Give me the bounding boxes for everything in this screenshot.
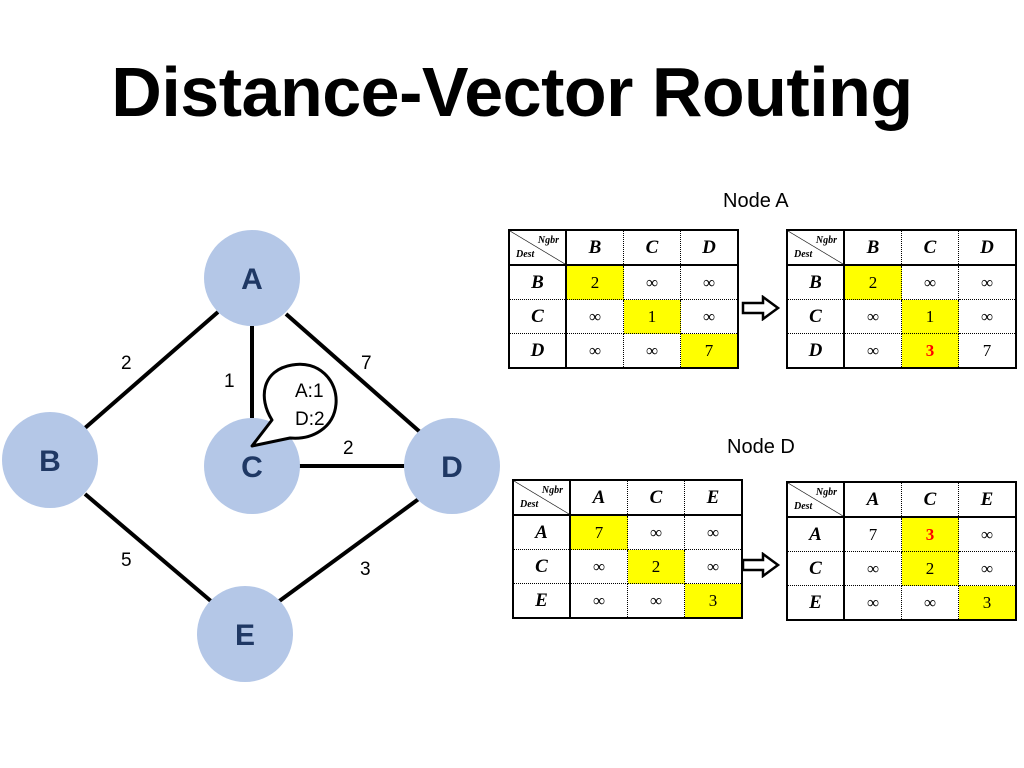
edge-a-d (284, 312, 422, 434)
table-cell: ∞ (958, 264, 1017, 300)
table-cell: 7 (843, 516, 902, 552)
table-cell-updated: 3 (901, 333, 959, 369)
row-header: A (512, 514, 571, 550)
table-corner: Ngbr Dest (508, 229, 567, 266)
node-b: B (2, 412, 98, 508)
column-header: C (623, 229, 681, 266)
table-corner: Ngbr Dest (786, 481, 845, 518)
table-cell: ∞ (627, 514, 685, 550)
row-header: C (512, 549, 571, 584)
table-cell: 7 (569, 514, 628, 550)
table-cell: ∞ (680, 264, 739, 300)
right-arrow-icon (741, 295, 781, 321)
node-d-table-after: Ngbr Dest A C E A 7 3 ∞ C ∞ 2 ∞ E ∞ ∞ 3 (786, 481, 1017, 621)
edge-b-e (83, 492, 214, 604)
weight-c-d: 2 (343, 438, 354, 459)
table-cell: 2 (843, 264, 902, 300)
table-cell: ∞ (623, 333, 681, 369)
slide-title: Distance-Vector Routing (111, 53, 913, 131)
column-header: A (843, 481, 902, 518)
table-cell: ∞ (901, 585, 959, 621)
column-header: C (901, 229, 959, 266)
edge-d-e (276, 496, 422, 604)
table-cell: 1 (901, 299, 959, 334)
column-header: B (843, 229, 902, 266)
column-header: A (569, 479, 628, 516)
bubble-line1: A:1 (295, 381, 324, 402)
node-d-label: D (441, 451, 463, 484)
column-header: C (901, 481, 959, 518)
table-cell: ∞ (958, 551, 1017, 586)
row-header: D (508, 333, 567, 369)
weight-a-b: 2 (121, 353, 132, 374)
node-d: D (404, 418, 500, 514)
node-a-table-before: Ngbr Dest B C D B 2 ∞ ∞ C ∞ 1 ∞ D ∞ ∞ 7 (508, 229, 739, 369)
table-cell: 3 (684, 583, 743, 619)
table-cell: ∞ (569, 549, 628, 584)
row-header: B (786, 264, 845, 300)
row-header: A (786, 516, 845, 552)
table-cell: ∞ (565, 333, 624, 369)
node-b-label: B (39, 445, 61, 478)
node-d-caption: Node D (727, 436, 795, 458)
speech-bubble: A:1 D:2 (250, 362, 338, 448)
column-header: E (958, 481, 1017, 518)
row-header: C (508, 299, 567, 334)
node-d-table-before: Ngbr Dest A C E A 7 ∞ ∞ C ∞ 2 ∞ E ∞ ∞ 3 (512, 479, 743, 619)
table-cell: 2 (565, 264, 624, 300)
node-e-label: E (235, 619, 255, 652)
table-cell: ∞ (843, 333, 902, 369)
row-header: D (786, 333, 845, 369)
table-cell: 7 (958, 333, 1017, 369)
row-header: E (786, 585, 845, 621)
table-cell: ∞ (843, 585, 902, 621)
table-cell: ∞ (565, 299, 624, 334)
weight-d-e: 3 (360, 559, 371, 580)
table-cell: ∞ (843, 299, 902, 334)
node-e: E (197, 586, 293, 682)
right-arrow-icon (741, 552, 781, 578)
bubble-line2: D:2 (295, 409, 325, 430)
column-header: D (680, 229, 739, 266)
table-cell: ∞ (569, 583, 628, 619)
table-cell: 2 (901, 551, 959, 586)
table-corner: Ngbr Dest (786, 229, 845, 266)
table-cell-updated: 3 (901, 516, 959, 552)
table-cell: ∞ (843, 551, 902, 586)
node-a-caption: Node A (723, 190, 789, 212)
row-header: C (786, 551, 845, 586)
row-header: C (786, 299, 845, 334)
table-cell: ∞ (901, 264, 959, 300)
node-a-table-after: Ngbr Dest B C D B 2 ∞ ∞ C ∞ 1 ∞ D ∞ 3 7 (786, 229, 1017, 369)
column-header: B (565, 229, 624, 266)
node-c-label: C (241, 451, 263, 484)
table-cell: ∞ (684, 549, 743, 584)
table-cell: 2 (627, 549, 685, 584)
table-cell: 7 (680, 333, 739, 369)
weight-a-c: 1 (224, 371, 235, 392)
table-cell: ∞ (627, 583, 685, 619)
column-header: D (958, 229, 1017, 266)
weight-a-d: 7 (361, 353, 372, 374)
table-cell: ∞ (684, 514, 743, 550)
node-a-label: A (241, 263, 263, 296)
table-cell: ∞ (958, 299, 1017, 334)
table-cell: 1 (623, 299, 681, 334)
edge-a-b (83, 310, 220, 430)
row-header: B (508, 264, 567, 300)
column-header: C (627, 479, 685, 516)
table-cell: ∞ (958, 516, 1017, 552)
table-cell: 3 (958, 585, 1017, 621)
column-header: E (684, 479, 743, 516)
node-a: A (204, 230, 300, 326)
table-corner: Ngbr Dest (512, 479, 571, 516)
weight-b-e: 5 (121, 550, 132, 571)
table-cell: ∞ (680, 299, 739, 334)
table-cell: ∞ (623, 264, 681, 300)
row-header: E (512, 583, 571, 619)
